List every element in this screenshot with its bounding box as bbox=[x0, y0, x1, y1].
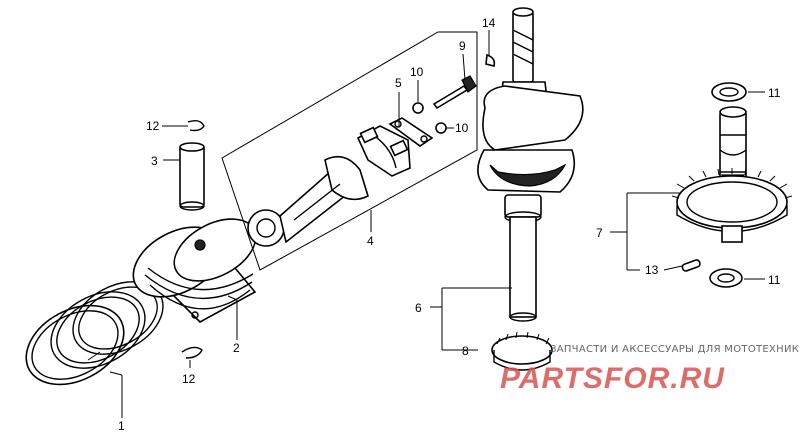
piston-rings bbox=[25, 281, 164, 386]
conrod-group-outline bbox=[221, 31, 478, 271]
callout-4: 4 bbox=[367, 234, 374, 248]
callout-11-lower: 11 bbox=[768, 273, 781, 287]
callout-13: 13 bbox=[645, 263, 659, 277]
connecting-rod bbox=[247, 155, 369, 247]
callout-14: 14 bbox=[482, 16, 496, 30]
rod-cap bbox=[356, 125, 411, 177]
callout-labels: 1 2 3 4 5 6 7 8 9 10 10 11 11 12 12 13 1… bbox=[118, 16, 781, 433]
leader-lines bbox=[109, 30, 765, 418]
callout-6: 6 bbox=[415, 301, 422, 315]
cam-gear bbox=[671, 168, 793, 243]
callout-8: 8 bbox=[462, 344, 469, 358]
dowel-pin bbox=[681, 259, 701, 272]
callout-5: 5 bbox=[395, 76, 402, 90]
pin-clip-lower bbox=[181, 346, 203, 359]
callout-12-upper: 12 bbox=[146, 119, 160, 133]
woodruff-key bbox=[485, 53, 496, 67]
crankshaft bbox=[477, 7, 584, 322]
callout-3: 3 bbox=[151, 154, 158, 168]
callout-10-lower: 10 bbox=[455, 121, 469, 135]
crank-gear bbox=[491, 331, 553, 371]
lock-washer-upper bbox=[412, 102, 424, 114]
dipper-plate bbox=[388, 117, 434, 147]
callout-2: 2 bbox=[233, 341, 240, 355]
callout-7: 7 bbox=[596, 226, 603, 240]
callout-1: 1 bbox=[118, 419, 125, 433]
callout-11-upper: 11 bbox=[768, 86, 781, 100]
piston-pin bbox=[179, 142, 205, 211]
piston bbox=[132, 218, 257, 323]
watermark: ЗАПЧАСТИ И АКСЕССУАРЫ ДЛЯ МОТОТЕХНИКИ PA… bbox=[500, 344, 800, 395]
watermark-tagline: ЗАПЧАСТИ И АКСЕССУАРЫ ДЛЯ МОТОТЕХНИКИ bbox=[550, 344, 800, 355]
callout-9: 9 bbox=[459, 39, 466, 53]
callout-10-upper: 10 bbox=[410, 65, 424, 79]
thrust-washer-upper bbox=[711, 82, 747, 102]
callout-12-lower: 12 bbox=[182, 372, 196, 386]
watermark-brand: PARTSFOR.RU bbox=[500, 362, 725, 395]
lock-washer-lower bbox=[435, 122, 447, 134]
pin-clip-upper bbox=[187, 119, 205, 132]
thrust-washer-lower bbox=[709, 268, 743, 288]
rod-bolt bbox=[432, 75, 477, 110]
